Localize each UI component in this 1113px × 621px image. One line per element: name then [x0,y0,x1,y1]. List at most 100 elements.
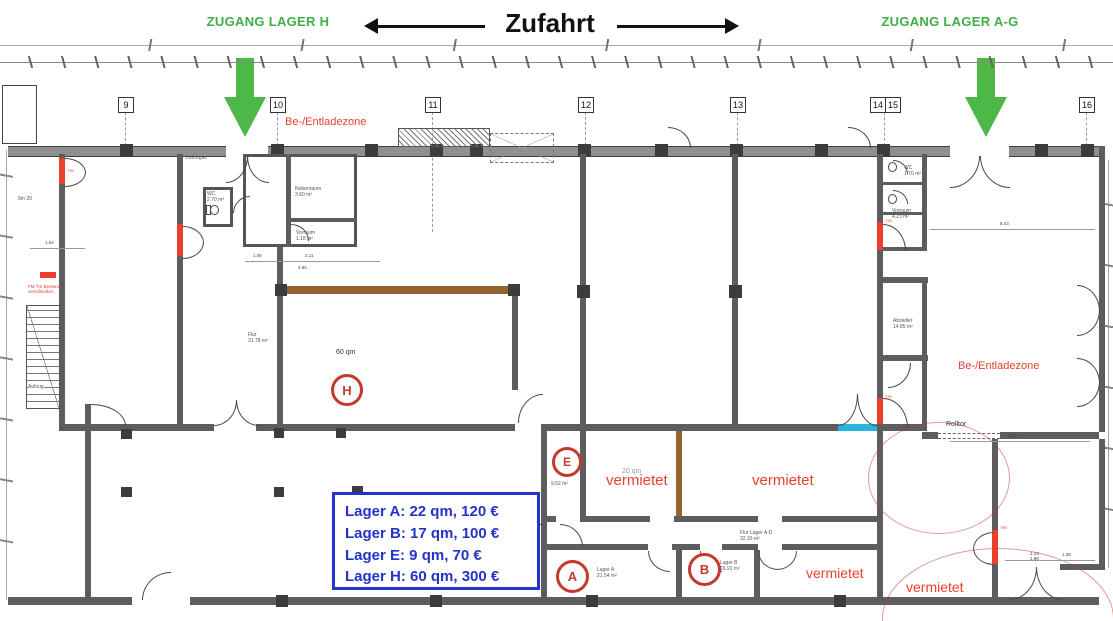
wall [547,516,556,522]
unit-e-badge: E [552,447,582,477]
wall [286,154,291,247]
grid-line-16 [1086,112,1087,146]
wall [541,424,838,431]
price-line-b: Lager B: 17 qm, 100 € [345,524,500,542]
grid-marker-13: 13 [730,97,746,113]
wall [1099,146,1105,432]
fire-door-marker [177,224,183,256]
door-arc [560,524,583,547]
brown-divider-wall [676,431,682,518]
dim-label: 4.03 [1008,433,1017,438]
unit-h-size-label: 60 qm [336,349,356,356]
unit-a-badge: A [556,560,589,593]
column [274,428,284,438]
brown-lintel-wall [283,286,512,294]
door-arc [233,196,250,213]
column-post [275,284,287,296]
entrance-arrow-h-shaft-icon [236,58,254,98]
column [121,487,132,497]
wc-right-label: WC 1.70 m² [904,165,921,178]
staircase [26,305,60,409]
door-arc [973,532,994,549]
wall [1099,439,1105,570]
column-post [271,144,284,157]
vermietet-label-2: vermietet [752,472,814,489]
dim-label: 1.64 [45,240,54,245]
unit-b-label: Lager B 16.91 m² [720,560,740,573]
wall [8,146,226,157]
dim-label: 2.13 1.98 [1030,551,1039,561]
door-arc [236,400,259,426]
door-arc [883,398,908,428]
flur-lager-label: Flur Lager A-D 32.33 m² [740,530,773,543]
ramp-hatch [398,128,490,147]
fm-tuer-label: FM Tür Bestand verschließen [28,284,61,295]
wall [177,154,183,425]
wall [672,544,700,550]
grid-line-10 [277,112,278,146]
column-post [729,285,742,298]
rolltor-label: Rolltor [946,421,967,428]
door-arc [183,226,204,243]
nebenraum-label: Nebenraum 3.60 m² [295,186,322,199]
grid-marker-14: 14 [870,97,886,113]
vorraum-left-label: Vorraum 1.18 m² [296,230,315,243]
t90-tag: T90 [885,394,892,399]
t90-tag: T90 [1000,525,1007,530]
column [274,487,284,497]
wall [722,544,758,550]
column-post [730,144,743,157]
column-post [1035,144,1048,157]
grid-line-11 [432,112,433,232]
wall [754,550,760,600]
luftregler-label: Luftregler [186,155,208,161]
flur-left-label: Flur 31.78 m² [248,332,268,345]
fire-door-marker [992,530,998,564]
vorraum-right-label: Vorraum 4.23 m² [892,208,911,221]
wall [674,516,758,522]
door-arc [848,127,871,148]
door-arc [648,551,670,572]
door-arc [980,156,1010,188]
door-arc [183,242,204,259]
grid-marker-15: 15 [885,97,901,113]
vermietet-label-4: vermietet [906,579,964,595]
wall [85,404,91,600]
zufahrt-label: Zufahrt [505,8,595,38]
wall [782,516,877,522]
dim-line [950,441,1090,442]
unit-e-size-label: 9.52 m² [551,481,568,487]
door-arc [893,190,908,204]
wall [277,247,283,424]
column [352,486,363,496]
wall [1000,432,1099,439]
wall [922,277,927,424]
column-post [586,595,598,607]
door-arc [888,363,911,388]
dimension-ticks-lower [0,56,1113,68]
grid-line-13 [737,112,738,146]
door-arc [142,572,171,600]
wall [877,431,883,600]
grid-line-9 [125,112,126,146]
grid-marker-10: 10 [270,97,286,113]
door-arc [668,127,691,148]
door-arc [950,156,980,188]
door-arc [1077,358,1100,383]
column-post [430,144,443,157]
wall [8,597,132,605]
column-post [1081,144,1094,157]
column-post [877,144,890,157]
wall [877,250,883,398]
grid-marker-11: 11 [425,97,441,113]
door-arc [857,394,877,426]
wall [59,154,65,425]
column-post [577,285,590,298]
wall [676,550,682,600]
zufahrt-arrow-left-line [377,25,485,28]
column [336,428,346,438]
entrance-arrow-ag-shaft-icon [977,58,995,98]
fire-door-marker [877,398,883,424]
column-post [120,144,133,157]
